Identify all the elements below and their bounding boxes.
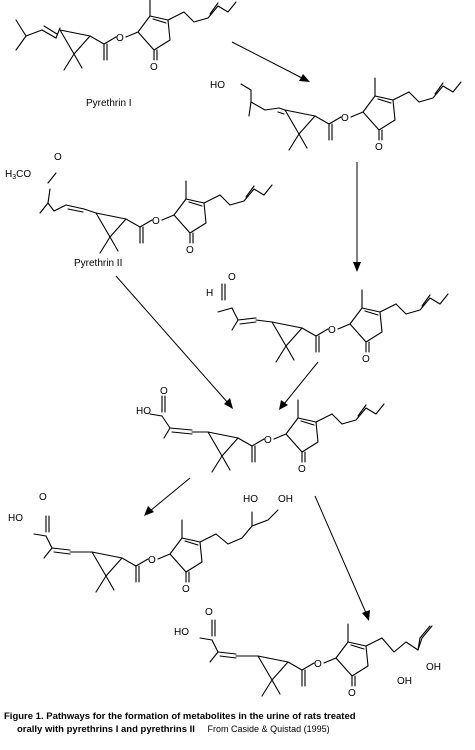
caption-line-2: orally with pyrethrins I and pyrethrins …: [17, 724, 195, 735]
diol-hydroxy-2-label: OH: [278, 494, 293, 505]
ketone-oxygen-label: O: [182, 584, 190, 595]
bottom-acid-carbonyl-label: O: [205, 607, 213, 618]
methyl-ester-label: H3CO O: [5, 152, 62, 181]
diol-acid-hydroxy-label: HO: [8, 513, 23, 524]
arrows: [115, 41, 370, 621]
ketone-oxygen-label: O: [375, 142, 383, 153]
hydroxy-label: HO: [210, 80, 225, 91]
ester-oxygen-label: O: [264, 435, 272, 446]
arrow-p1-to-alcohol: [231, 41, 310, 82]
ketone-oxygen-label: O: [348, 688, 356, 699]
pyrethrin-2-label: Pyrethrin II: [74, 258, 122, 269]
figure-caption: Figure 1. Pathways for the formation of …: [4, 710, 472, 736]
ester-oxygen-label: O: [116, 33, 124, 44]
caption-source: From Caside & Quistad (1995): [207, 724, 330, 734]
bottom-acid-hydroxy-label: HO: [174, 627, 189, 638]
caption-line-2-row: orally with pyrethrins I and pyrethrins …: [4, 723, 472, 736]
diol-acid-carbonyl-label: O: [39, 492, 47, 503]
ketone-oxygen-label: O: [298, 464, 306, 475]
ester-oxygen-label: O: [314, 659, 322, 670]
alcohol-metabolite-structure: O O: [240, 77, 462, 153]
diol-hydroxy-1-label: HO: [243, 494, 258, 505]
bottom-hydroxy-2-label: OH: [426, 662, 441, 673]
ester-oxygen-label: O: [341, 113, 349, 124]
acid-metabolite-structure: O O: [149, 395, 385, 475]
ketone-oxygen-label: O: [362, 354, 370, 365]
hydroxylated-metabolite-structure: O O: [199, 619, 433, 699]
arrow-acid-to-hydroxylated: [314, 495, 370, 621]
ketone-oxygen-label: O: [150, 62, 158, 73]
ester-carbonyl-label: O: [54, 152, 62, 163]
ester-oxygen-label: O: [328, 325, 336, 336]
pyrethrin-1-structure: O O: [15, 0, 237, 73]
ketone-oxygen-label: O: [186, 245, 194, 256]
pyrethrin-1-label: Pyrethrin I: [86, 98, 132, 109]
acid-carbonyl-label: O: [160, 386, 168, 397]
pyrethrin-2-structure: O O: [39, 172, 273, 256]
ester-oxygen-label: O: [148, 555, 156, 566]
aldehyde-oxygen-label: O: [228, 272, 236, 283]
bottom-hydroxy-1-label: OH: [397, 676, 412, 687]
ester-oxygen-label: O: [152, 216, 160, 227]
arrow-aldehyde-to-acid: [279, 361, 319, 410]
svg-text:H3CO: H3CO: [5, 169, 31, 181]
acid-hydroxy-label: HO: [136, 406, 151, 417]
caption-line-1: Figure 1. Pathways for the formation of …: [4, 711, 356, 722]
arrow-alcohol-to-aldehyde: [353, 162, 361, 272]
diol-metabolite-structure: O O: [33, 509, 279, 595]
arrow-acid-to-diol: [144, 477, 191, 516]
arrow-p2-to-acid: [115, 275, 233, 409]
aldehyde-metabolite-structure: O O: [217, 283, 449, 365]
aldehyde-hydrogen-label: H: [206, 288, 213, 299]
